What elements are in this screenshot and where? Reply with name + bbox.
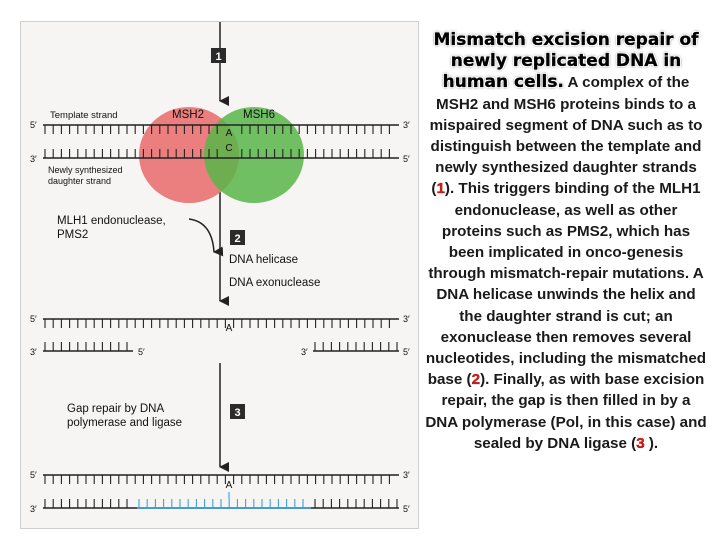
step-ref-2: 2 (471, 371, 481, 389)
cut-3-2: 3′ (301, 347, 308, 357)
end-3-bot-1: 3′ (30, 154, 37, 164)
svg-text:1: 1 (215, 51, 221, 63)
step-badge-1: 1 (211, 48, 226, 63)
newly-synth-label-2: daughter strand (48, 176, 111, 186)
caption-text-2: ). This triggers binding of the MLH1 end… (425, 180, 707, 389)
dna-helicase-label: DNA helicase (229, 254, 298, 266)
end-3-top-3: 3′ (403, 470, 410, 480)
caption-text-3: ). Finally, as with base excision repair… (425, 371, 707, 452)
end-5-bot-3: 5′ (403, 504, 410, 514)
end-3-bot-3: 3′ (30, 504, 37, 514)
caption-title: Mismatch excision repair of newly replic… (433, 30, 699, 93)
dna-exonuclease-label: DNA exonuclease (229, 277, 320, 289)
mlh1-label-1: MLH1 endonuclease, (57, 215, 166, 227)
svg-text:2: 2 (234, 233, 240, 245)
end-3-bot-2: 3′ (30, 347, 37, 357)
newly-synth-label-1: Newly synthesized (48, 165, 123, 175)
dna-stage-2: 5′ 3′ 3′ 5′ 5′ 3′ (30, 314, 410, 357)
base-a-stage3: A (226, 480, 233, 491)
cut-5-2: 5′ (138, 347, 145, 357)
base-c-stage1: C (225, 143, 232, 154)
svg-text:3: 3 (234, 407, 240, 419)
step-ref-3: 3 (636, 434, 645, 452)
caption-text-1: A complex of the MSH2 and MSH6 proteins … (429, 74, 703, 198)
caption-text-4: ). (644, 434, 659, 452)
caption: Mismatch excision repair of newly replic… (424, 30, 708, 454)
mlh1-label-2: PMS2 (57, 229, 88, 241)
step-badge-2: 2 (230, 230, 245, 245)
base-a-stage1: A (226, 128, 233, 139)
dna-stage-1-overlay: 5′ 3′ 3′ 5′ (30, 120, 410, 164)
gap-repair-label-2: polymerase and ligase (67, 417, 182, 429)
step-ref-1: 1 (436, 180, 445, 198)
branch-arrow (188, 218, 224, 257)
end-3-top-1: 3′ (403, 120, 410, 130)
end-5-top-2: 5′ (30, 314, 37, 324)
template-strand-label: Template strand (50, 110, 118, 121)
step-badge-3: 3 (230, 404, 245, 419)
diagram-svg: 1 2 3 5′ 3′ 3′ 5′ 5′ 3′ 5′ 3′ 3′ 5′ 5′ 3′ 3′ 5′ MSH… (30, 22, 410, 514)
msh6-protein (204, 107, 304, 203)
dna-stage-3: 5′ 3′ 3′ 5′ (30, 470, 410, 514)
end-5-bot-2: 5′ (403, 347, 410, 357)
msh2-label: MSH2 (172, 109, 204, 121)
base-a-stage2: A (226, 323, 233, 334)
end-5-top-3: 5′ (30, 470, 37, 480)
end-5-top-1: 5′ (30, 120, 37, 130)
end-3-top-2: 3′ (403, 314, 410, 324)
msh6-label: MSH6 (243, 109, 275, 121)
gap-repair-label-1: Gap repair by DNA (67, 403, 164, 415)
end-5-bot-1: 5′ (403, 154, 410, 164)
repair-diagram: 1 2 3 5′ 3′ 3′ 5′ 5′ 3′ 5′ 3′ 3′ 5′ 5′ 3′ 3′ 5′ MSH… (20, 21, 419, 529)
